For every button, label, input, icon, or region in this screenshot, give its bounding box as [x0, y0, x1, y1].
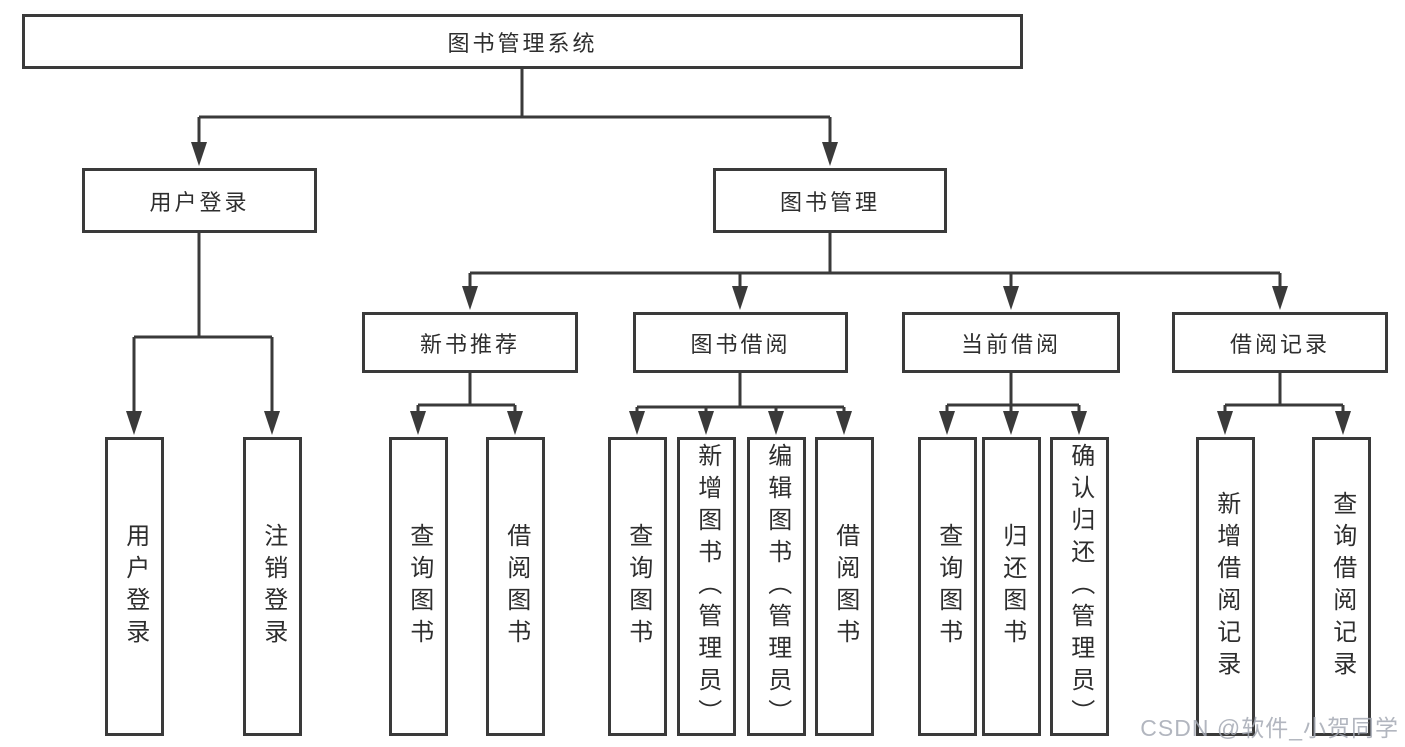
leaf-query-books-borrow: 查询图书 — [608, 437, 667, 736]
node-label: 借阅记录 — [1229, 331, 1330, 357]
leaf-query-borrow-record: 查询借阅记录 — [1312, 437, 1371, 736]
node-label: 新书推荐 — [419, 331, 520, 357]
leaf-add-book-admin: 新增图书（管理员） — [677, 437, 736, 736]
leaf-query-books-current: 查询图书 — [918, 437, 977, 736]
node-label: 查询图书 — [624, 522, 652, 651]
csdn-watermark: CSDN @软件_小贺同学 — [1140, 715, 1399, 741]
leaf-borrow-books: 借阅图书 — [815, 437, 874, 736]
node-label: 用户登录 — [121, 522, 149, 651]
node-label: 图书借阅 — [690, 331, 791, 357]
node-label: 图书管理 — [779, 189, 880, 215]
leaf-confirm-return-admin: 确认归还（管理员） — [1050, 437, 1109, 736]
leaf-return-book: 归还图书 — [982, 437, 1041, 736]
node-current-borrowing: 当前借阅 — [902, 312, 1120, 373]
node-label: 查询图书 — [934, 522, 962, 651]
leaf-logout: 注销登录 — [243, 437, 302, 736]
node-label: 查询图书 — [405, 522, 433, 651]
leaf-query-books-recommend: 查询图书 — [389, 437, 448, 736]
node-label: 图书管理系统 — [447, 30, 598, 56]
node-library-management-system: 图书管理系统 — [22, 14, 1023, 69]
leaf-add-borrow-record: 新增借阅记录 — [1196, 437, 1255, 736]
node-label: 归还图书 — [998, 522, 1026, 651]
node-label: 借阅图书 — [831, 522, 859, 651]
node-label: 新增借阅记录 — [1212, 490, 1240, 683]
node-user-login: 用户登录 — [82, 168, 317, 233]
node-label: 查询借阅记录 — [1328, 490, 1356, 683]
leaf-user-login: 用户登录 — [105, 437, 164, 736]
node-book-management: 图书管理 — [713, 168, 947, 233]
node-label: 确认归还（管理员） — [1066, 442, 1094, 731]
node-label: 编辑图书（管理员） — [763, 442, 791, 731]
node-book-borrowing: 图书借阅 — [633, 312, 848, 373]
node-new-book-recommendation: 新书推荐 — [362, 312, 578, 373]
leaf-borrow-books-recommend: 借阅图书 — [486, 437, 545, 736]
leaf-edit-book-admin: 编辑图书（管理员） — [747, 437, 806, 736]
node-label: 借阅图书 — [502, 522, 530, 651]
node-label: 注销登录 — [259, 522, 287, 651]
node-borrowing-records: 借阅记录 — [1172, 312, 1388, 373]
node-label: 新增图书（管理员） — [693, 442, 721, 731]
node-label: 用户登录 — [149, 189, 250, 215]
node-label: 当前借阅 — [960, 331, 1061, 357]
